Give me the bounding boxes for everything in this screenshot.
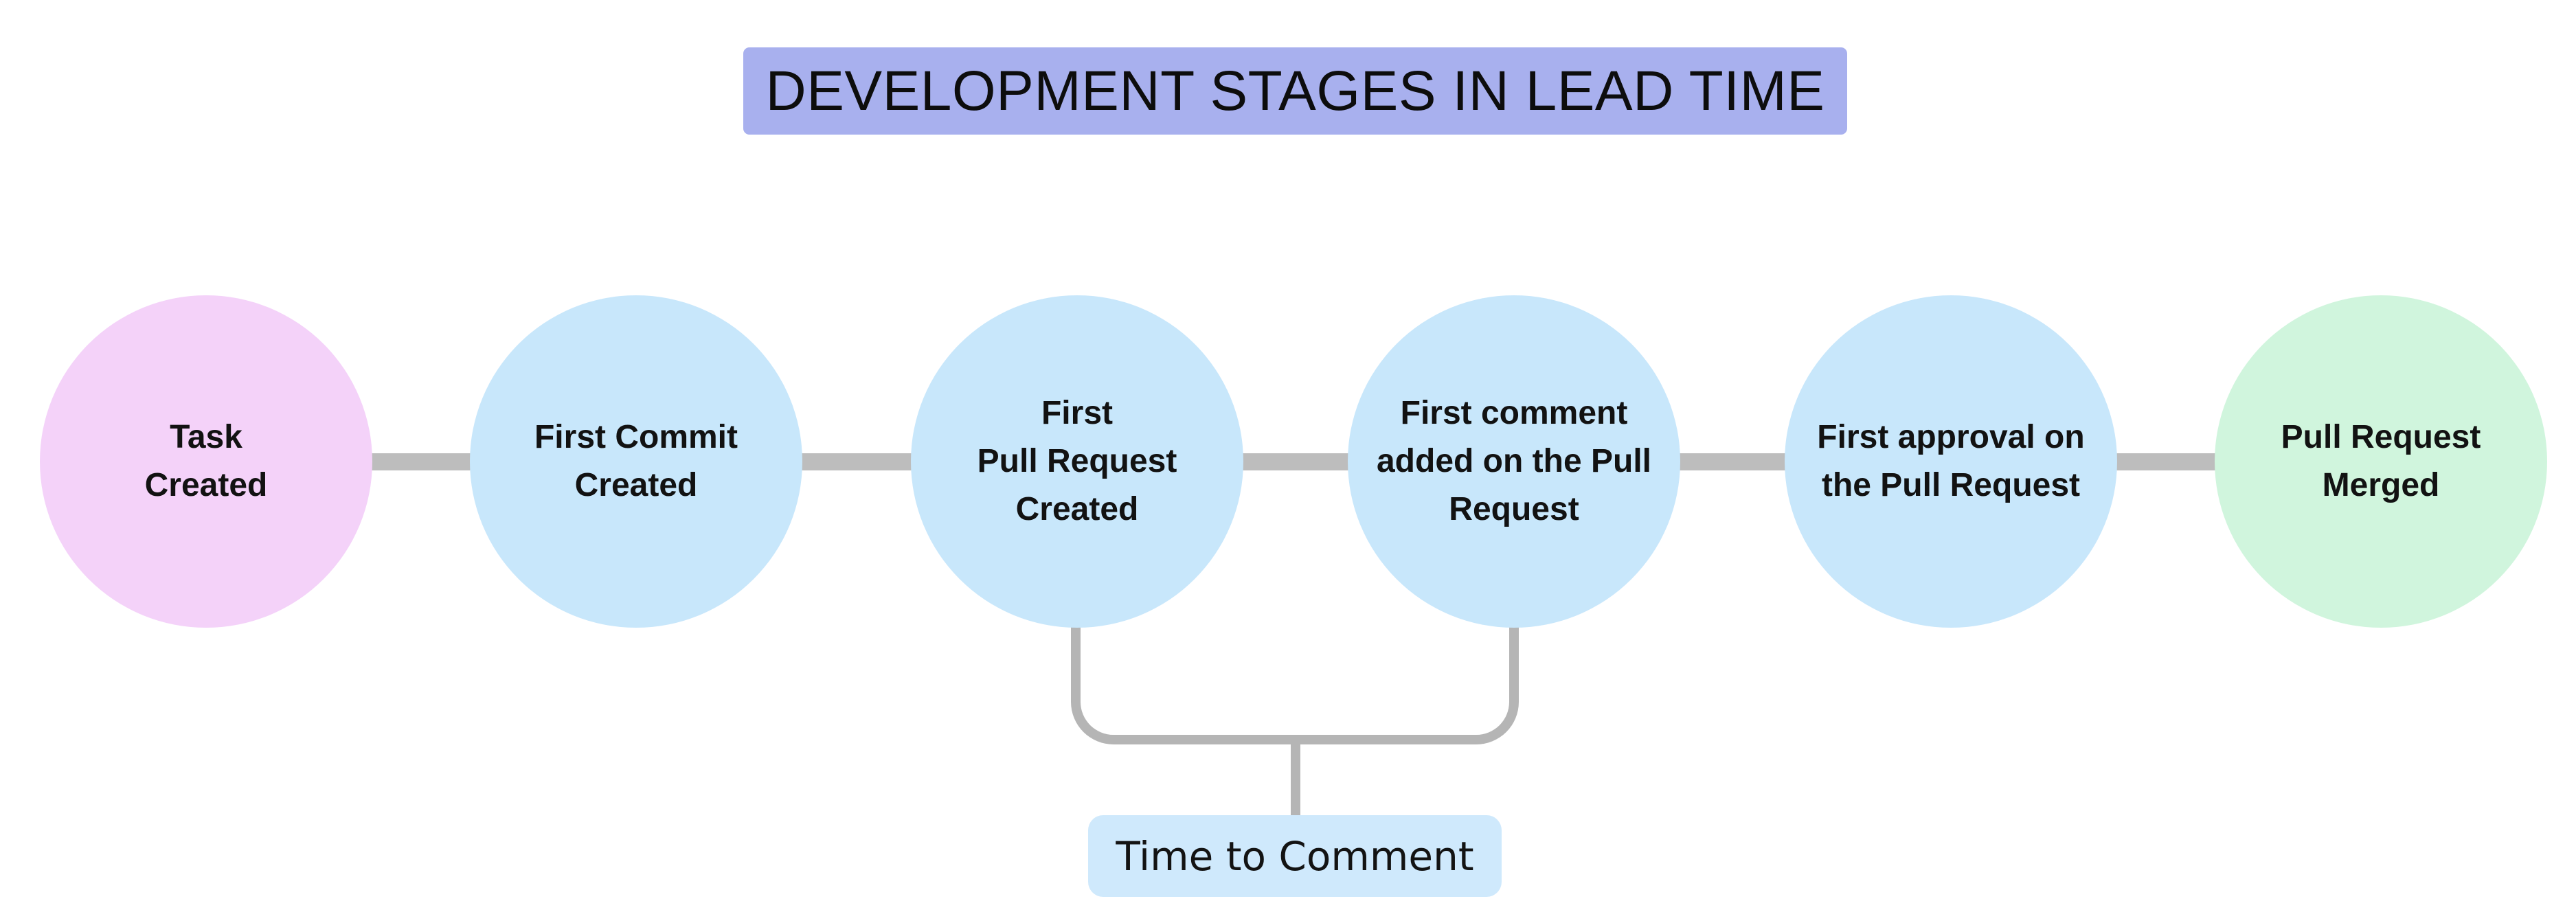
diagram-title: DEVELOPMENT STAGES IN LEAD TIME bbox=[743, 47, 1847, 135]
time-to-comment-badge: Time to Comment bbox=[1088, 815, 1502, 897]
stage-first-commit-created-label: First Commit Created bbox=[534, 419, 738, 503]
stage-first-approval: First approval on the Pull Request bbox=[1785, 295, 2117, 628]
stage-first-pull-request-created: First Pull Request Created bbox=[911, 295, 1243, 628]
time-to-comment-bracket-stem bbox=[1291, 744, 1300, 817]
stage-task-created-label: Task Created bbox=[144, 419, 268, 503]
stage-first-approval-label: First approval on the Pull Request bbox=[1817, 419, 2085, 503]
stage-first-commit-created: First Commit Created bbox=[470, 295, 802, 628]
stage-first-pull-request-created-label: First Pull Request Created bbox=[977, 395, 1177, 527]
stage-first-comment-added-label: First comment added on the Pull Request bbox=[1376, 395, 1651, 527]
stage-task-created: Task Created bbox=[40, 295, 372, 628]
stage-pull-request-merged: Pull Request Merged bbox=[2215, 295, 2547, 628]
stage-first-comment-added: First comment added on the Pull Request bbox=[1348, 295, 1680, 628]
stage-pull-request-merged-label: Pull Request Merged bbox=[2281, 419, 2481, 503]
time-to-comment-bracket bbox=[1071, 626, 1519, 744]
